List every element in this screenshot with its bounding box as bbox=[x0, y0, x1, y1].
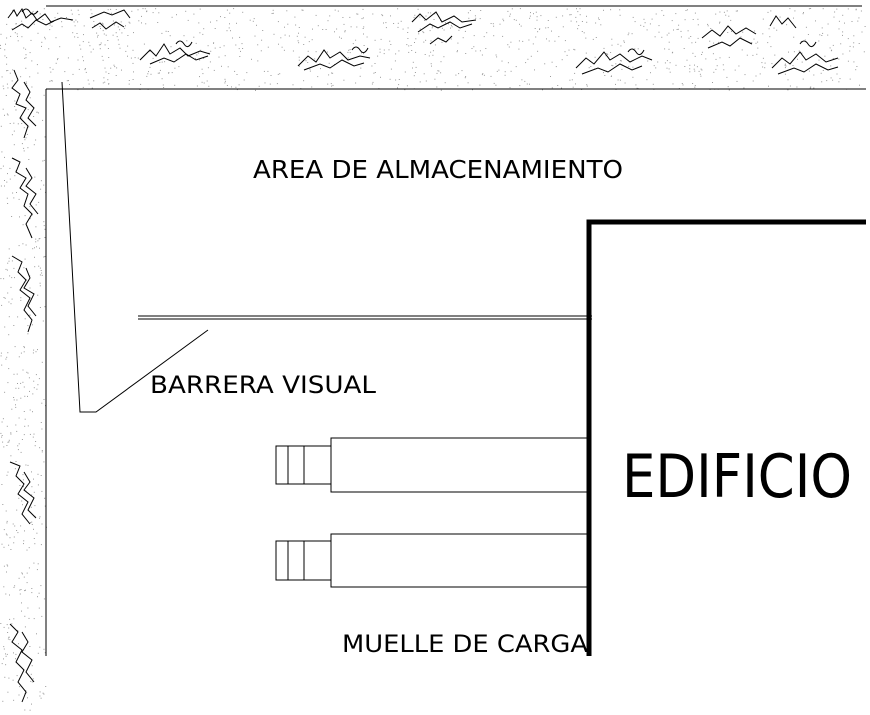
shrub-symbol bbox=[7, 7, 74, 31]
building-outline bbox=[586, 219, 866, 656]
building-label: EDIFICIO bbox=[622, 442, 852, 512]
dock-bay-upper bbox=[275, 437, 588, 493]
building-wall bbox=[586, 219, 866, 656]
dock-bay-lower bbox=[275, 533, 588, 588]
shrub-symbol bbox=[11, 255, 37, 333]
shrub-symbol bbox=[89, 9, 131, 30]
shrub-symbol bbox=[575, 48, 653, 75]
shrub-symbol bbox=[9, 623, 35, 703]
visual-barrier-label: BARRERA VISUAL bbox=[150, 371, 377, 399]
barrier-leader-line bbox=[61, 81, 209, 413]
shrub-symbol bbox=[297, 46, 371, 71]
shrub-symbol bbox=[11, 157, 39, 239]
loading-dock-label: MUELLE DE CARGA bbox=[342, 630, 589, 658]
dock-platform bbox=[330, 533, 588, 588]
shrub-symbol bbox=[9, 461, 37, 525]
shrub-symbol bbox=[701, 15, 797, 49]
vegetation-hatch bbox=[0, 8, 866, 711]
shrub-symbols bbox=[7, 7, 839, 703]
storage-area-label: AREA DE ALMACENAMIENTO bbox=[253, 155, 623, 184]
site-boundary bbox=[45, 5, 866, 656]
shrub-symbol bbox=[771, 40, 839, 75]
visual-barrier bbox=[61, 81, 592, 413]
dock-platform bbox=[330, 437, 588, 493]
loading-docks bbox=[275, 437, 588, 588]
shrub-symbol bbox=[139, 40, 211, 65]
shrub-symbol bbox=[11, 69, 37, 139]
shrub-symbol bbox=[411, 11, 477, 45]
